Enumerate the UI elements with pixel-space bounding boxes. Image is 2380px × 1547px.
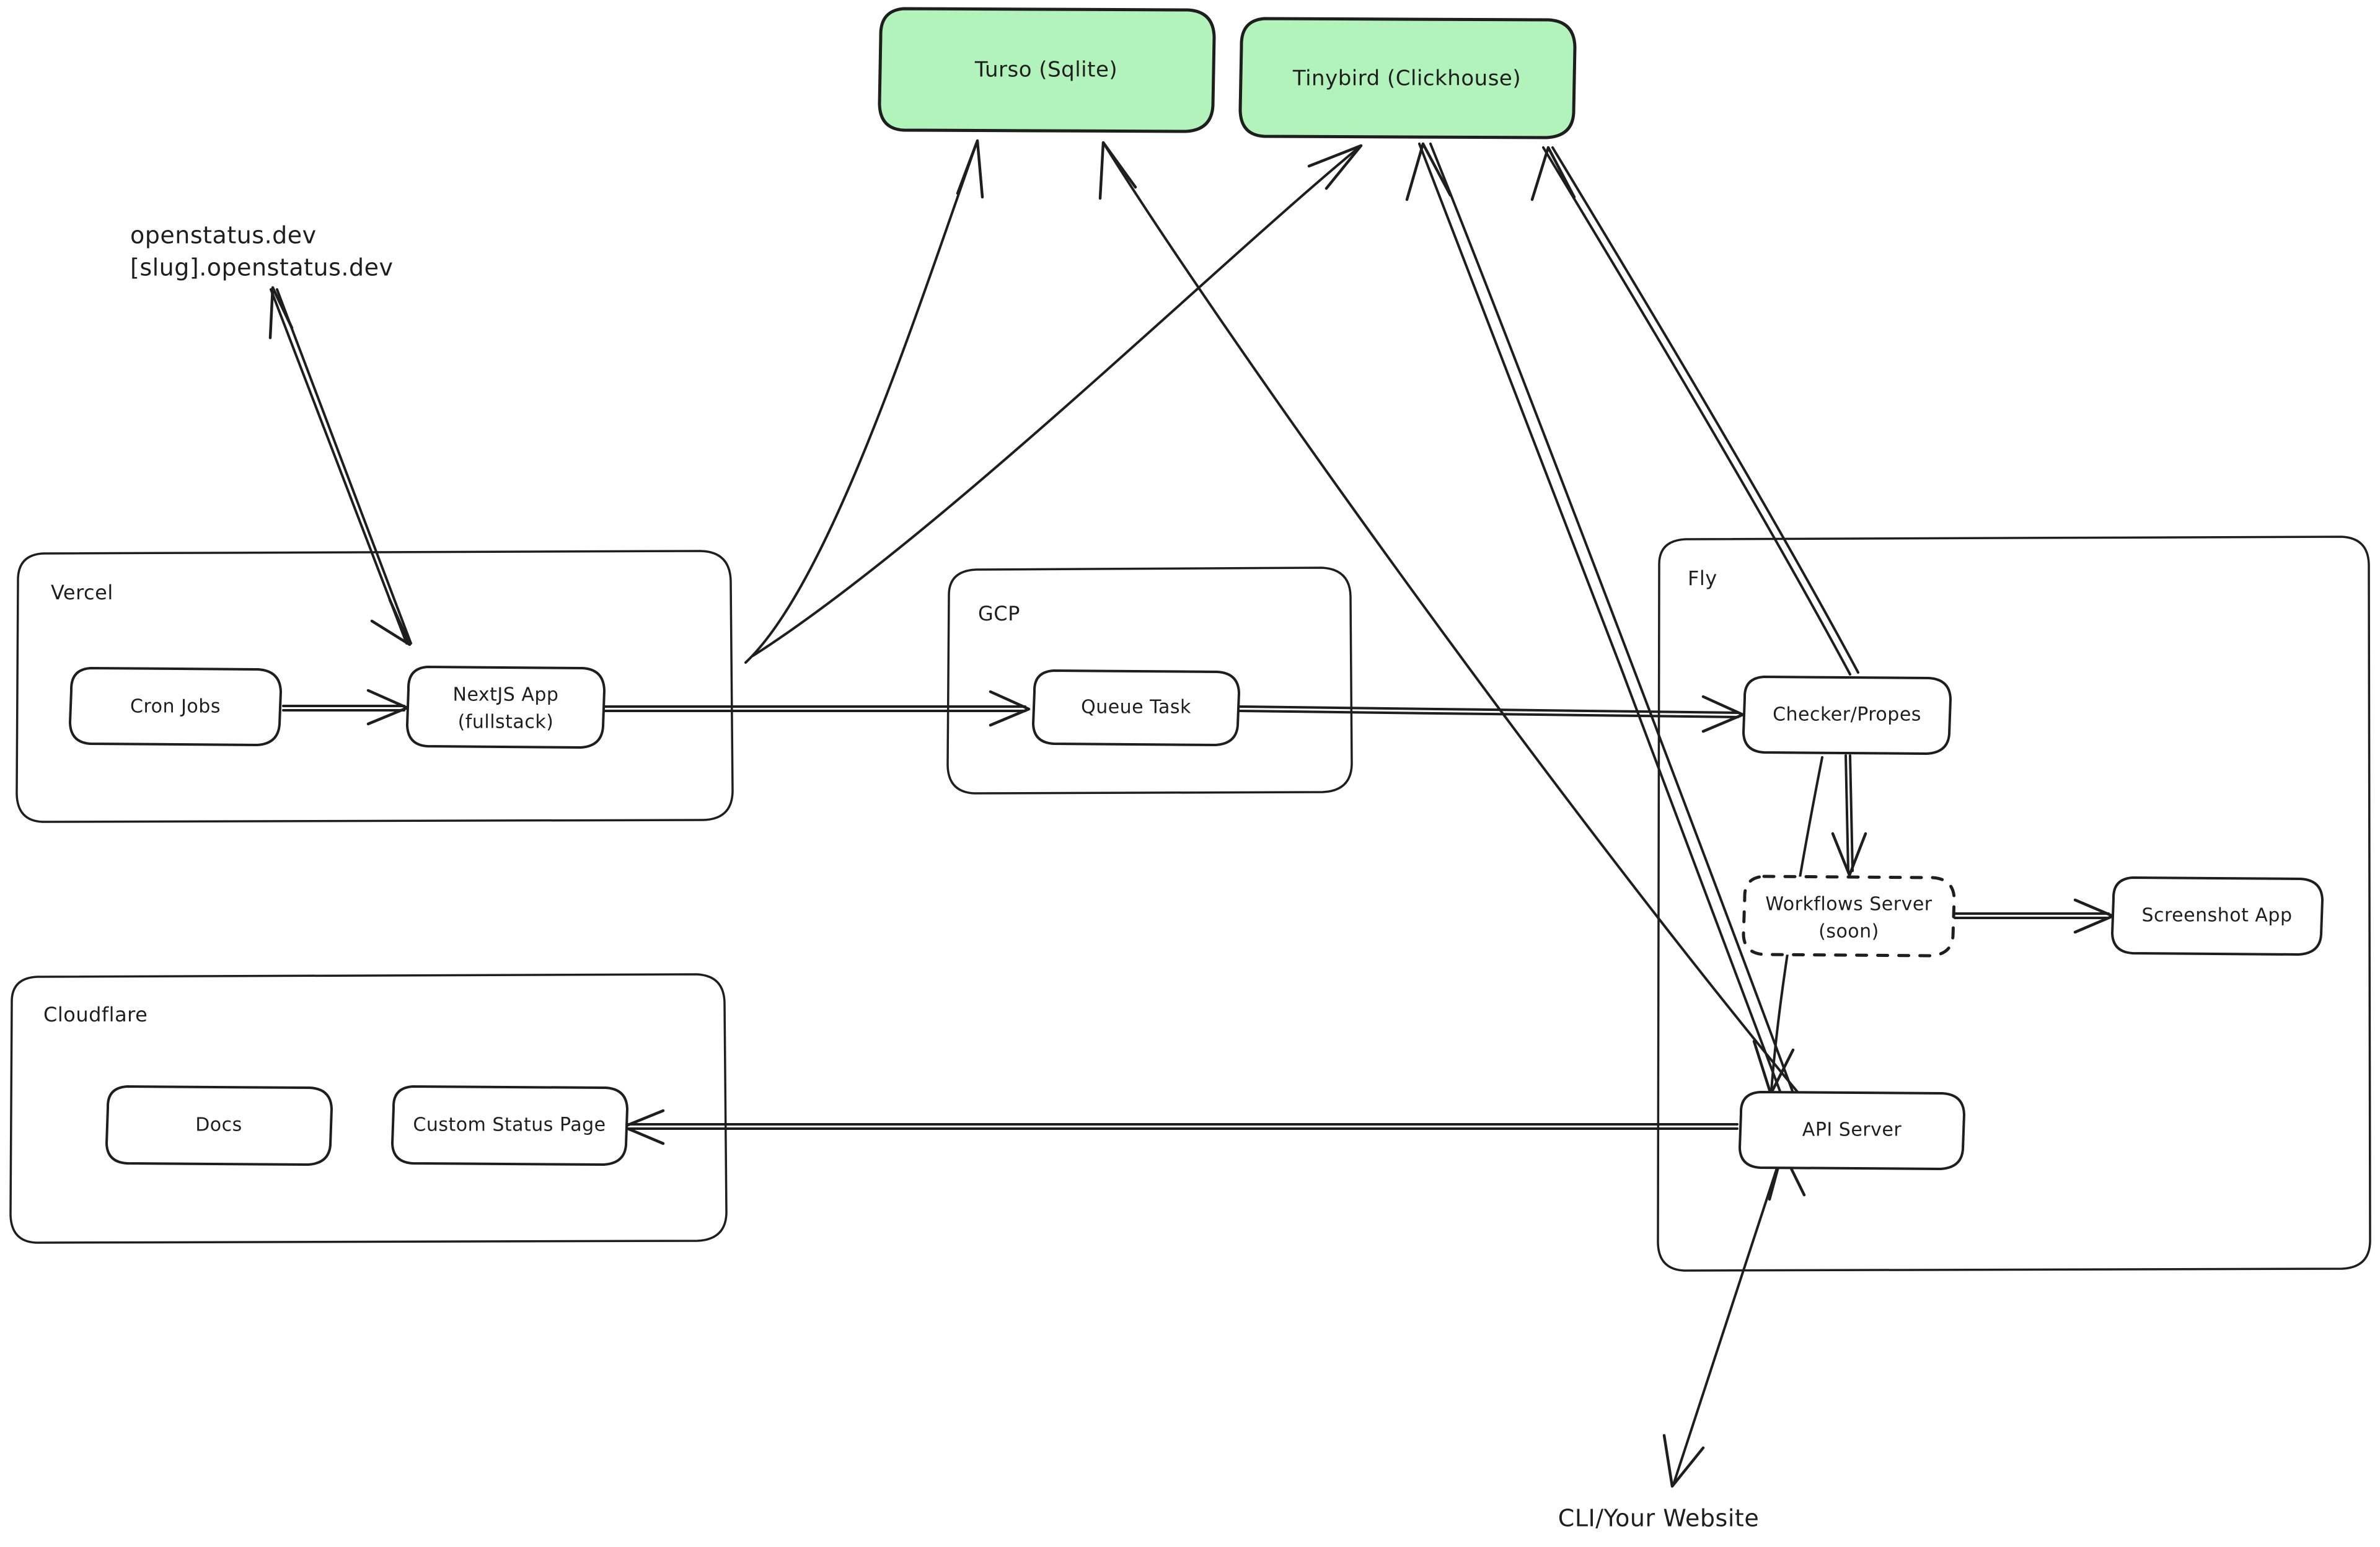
node-cron-jobs-box[interactable]: [69, 667, 282, 746]
group-gcp: GCP: [946, 566, 1353, 795]
group-cloudflare-title: Cloudflare: [43, 1003, 148, 1026]
edge-apiserver-to-tinybird: [1405, 142, 1799, 1106]
node-screenshot-app-box[interactable]: [2111, 876, 2324, 956]
group-gcp-title: GCP: [978, 602, 1020, 625]
edge-nextjs-to-turso: [744, 139, 984, 664]
text-domains-line2: [slug].openstatus.dev: [130, 254, 393, 281]
node-nextjs-app-box[interactable]: [406, 666, 606, 749]
text-cli-your-website-line1: CLI/Your Website: [1558, 1505, 1759, 1532]
edge-nextjs-to-queue: [602, 690, 1031, 727]
group-vercel: Vercel: [15, 550, 734, 823]
edge-checker-to-tinybird: [1530, 146, 1859, 676]
text-domains-line1: openstatus.dev: [130, 222, 317, 249]
group-vercel-border: [15, 550, 734, 823]
node-workflows-server-label: Workflows Server: [1765, 894, 1932, 915]
edge-apiserver-to-cli: [1662, 1149, 1806, 1488]
node-tinybird-box[interactable]: [1238, 17, 1577, 139]
node-queue-task-box[interactable]: [1032, 669, 1240, 746]
group-fly-border: [1657, 536, 2371, 1272]
group-fly: Fly: [1657, 536, 2371, 1272]
node-api-server[interactable]: API Server: [1739, 1091, 1965, 1170]
group-cloudflare: Cloudflare: [9, 973, 728, 1244]
node-workflows-server[interactable]: Workflows Server (soon): [1742, 875, 1956, 958]
group-vercel-title: Vercel: [51, 581, 113, 604]
edge-domains-to-nextjs: [268, 286, 412, 646]
node-turso-box[interactable]: [878, 7, 1216, 133]
node-tinybird-label: Tinybird (Clickhouse): [1292, 66, 1521, 91]
node-checker-probes-label: Checker/Propes: [1773, 704, 1921, 726]
node-api-server-box[interactable]: [1739, 1091, 1965, 1170]
node-docs-box[interactable]: [105, 1085, 333, 1166]
node-custom-status-page-label: Custom Status Page: [413, 1114, 606, 1136]
text-cli-your-website: CLI/Your Website: [1558, 1505, 1759, 1532]
node-cron-jobs[interactable]: Cron Jobs: [69, 667, 282, 746]
node-queue-task[interactable]: Queue Task: [1032, 669, 1240, 746]
node-docs-label: Docs: [195, 1114, 242, 1136]
edge-queue-to-checker: [1238, 695, 1745, 733]
text-domains: openstatus.dev [slug].openstatus.dev: [130, 222, 393, 281]
node-nextjs-app-label: NextJS App: [453, 684, 559, 706]
group-cloudflare-border: [9, 973, 728, 1244]
group-gcp-border: [946, 566, 1353, 795]
node-workflows-server-box[interactable]: [1742, 875, 1956, 958]
node-docs[interactable]: Docs: [105, 1085, 333, 1166]
node-screenshot-app[interactable]: Screenshot App: [2111, 876, 2324, 956]
node-cron-jobs-label: Cron Jobs: [130, 696, 221, 718]
edge-nextjs-to-tinybird: [752, 144, 1363, 657]
node-api-server-label: API Server: [1802, 1119, 1902, 1141]
node-queue-task-label: Queue Task: [1081, 697, 1191, 718]
edge-checker-to-workflows: [1831, 754, 1867, 877]
node-nextjs-app[interactable]: NextJS App (fullstack): [406, 666, 606, 749]
node-turso-label: Turso (Sqlite): [974, 58, 1117, 82]
node-workflows-server-sublabel: (soon): [1818, 921, 1879, 943]
edge-apiserver-to-turso: [1098, 141, 1806, 1102]
edge-workflows-to-screenshot: [1954, 898, 2115, 934]
group-fly-title: Fly: [1688, 566, 1717, 590]
edge-apiserver-to-statuspage: [622, 1109, 1739, 1145]
node-custom-status-page[interactable]: Custom Status Page: [391, 1085, 628, 1166]
node-screenshot-app-label: Screenshot App: [2141, 905, 2292, 927]
node-turso[interactable]: Turso (Sqlite): [878, 7, 1216, 133]
node-checker-probes-box[interactable]: [1742, 676, 1952, 755]
node-nextjs-app-sublabel: (fullstack): [458, 712, 554, 733]
edge-cron-to-nextjs: [282, 689, 409, 726]
node-tinybird[interactable]: Tinybird (Clickhouse): [1238, 17, 1577, 139]
node-custom-status-page-box[interactable]: [391, 1085, 628, 1166]
node-checker-probes[interactable]: Checker/Propes: [1742, 676, 1952, 755]
